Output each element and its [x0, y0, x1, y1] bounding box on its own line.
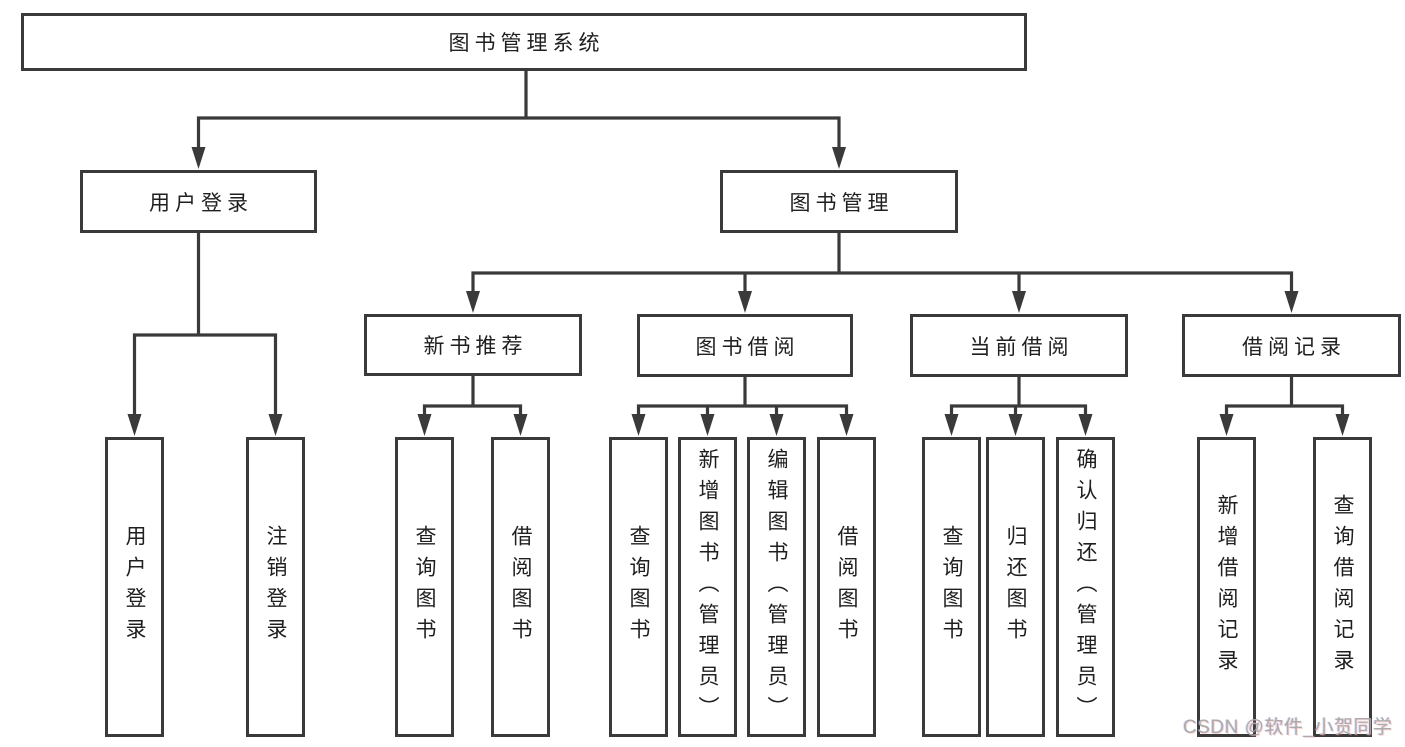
- arrowhead-icon: [127, 414, 142, 436]
- arrowhead-icon: [513, 414, 528, 436]
- arrowhead-icon: [1008, 414, 1023, 436]
- arrowhead-icon: [466, 291, 480, 313]
- leaf-borrow-edit-books-admin: 编辑图书（管理员）: [747, 437, 806, 737]
- edge-lines: [949, 377, 1088, 417]
- node-label: 归还图书: [1004, 525, 1027, 649]
- node-label: 确认归还（管理员）: [1074, 447, 1097, 727]
- edges-book-management-to-level3: [466, 233, 1299, 313]
- edge-lines: [422, 376, 523, 417]
- edges-recommend-to-leaves: [417, 376, 528, 436]
- leaf-borrow-add-books-admin: 新增图书（管理员）: [678, 437, 737, 737]
- arrowhead-icon: [832, 147, 846, 169]
- arrowhead-icon: [1335, 414, 1350, 436]
- edge-lines: [1224, 377, 1345, 417]
- arrowhead-icon: [1078, 414, 1093, 436]
- edges-user-login-to-leaves: [127, 233, 283, 436]
- arrowhead-icon: [1012, 291, 1026, 313]
- leaf-recommend-query-books: 查询图书: [395, 437, 454, 737]
- leaf-records-add-record: 新增借阅记录: [1197, 437, 1256, 737]
- node-label: 查询图书: [627, 525, 650, 649]
- node-label: 新增借阅记录: [1215, 494, 1238, 680]
- node-user-login: 用户登录: [80, 170, 317, 233]
- arrowhead-icon: [944, 414, 959, 436]
- node-new-book-recommend: 新书推荐: [364, 314, 582, 376]
- node-current-borrow: 当前借阅: [910, 314, 1128, 377]
- arrowhead-icon: [417, 414, 432, 436]
- node-label: 图书管理: [789, 191, 894, 215]
- edge-lines: [132, 233, 278, 417]
- node-label: 借阅图书: [509, 525, 532, 649]
- watermark: CSDN @软件_小贺同学: [1183, 717, 1393, 738]
- leaf-current-query-books: 查询图书: [922, 437, 981, 737]
- node-label: 图书借阅: [695, 335, 800, 359]
- leaf-borrow-borrow-books: 借阅图书: [817, 437, 876, 737]
- leaf-logout: 注销登录: [246, 437, 305, 737]
- edge-lines: [196, 70, 841, 150]
- leaf-current-confirm-return-admin: 确认归还（管理员）: [1056, 437, 1115, 737]
- node-borrow-records: 借阅记录: [1182, 314, 1401, 377]
- edge-lines: [636, 377, 849, 417]
- arrowhead-icon: [700, 414, 715, 436]
- node-label: 新书推荐: [423, 335, 528, 358]
- node-label: 查询图书: [940, 525, 963, 649]
- arrowhead-icon: [268, 414, 283, 436]
- leaf-recommend-borrow-books: 借阅图书: [491, 437, 550, 737]
- arrowhead-icon: [738, 291, 752, 313]
- arrowhead-icon: [1284, 291, 1299, 313]
- arrowhead-icon: [631, 414, 646, 436]
- node-label: 用户登录: [149, 191, 253, 215]
- leaf-user-login: 用户登录: [105, 437, 164, 737]
- edges-records-to-leaves: [1219, 377, 1350, 436]
- node-label: 用户登录: [123, 525, 146, 649]
- node-label: 新增图书（管理员）: [696, 447, 719, 727]
- leaf-current-return-books: 归还图书: [986, 437, 1045, 737]
- arrowhead-icon: [1219, 414, 1234, 436]
- leaf-records-query-record: 查询借阅记录: [1313, 437, 1372, 737]
- edges-root-to-level2: [191, 70, 846, 169]
- node-label: 查询借阅记录: [1331, 494, 1354, 680]
- leaf-borrow-query-books: 查询图书: [609, 437, 668, 737]
- edges-current-to-leaves: [944, 377, 1093, 436]
- node-system-root: 图书管理系统: [21, 13, 1027, 71]
- node-label: 借阅图书: [835, 525, 858, 649]
- edges-borrow-to-leaves: [631, 377, 854, 436]
- arrowhead-icon: [769, 414, 784, 436]
- node-book-borrow: 图书借阅: [637, 314, 853, 377]
- arrowhead-icon: [191, 147, 206, 169]
- node-label: 编辑图书（管理员）: [765, 447, 788, 727]
- node-label: 图书管理系统: [448, 32, 605, 55]
- arrowhead-icon: [839, 414, 854, 436]
- node-label: 借阅记录: [1242, 335, 1346, 359]
- node-book-management: 图书管理: [720, 170, 958, 233]
- node-label: 查询图书: [413, 525, 436, 649]
- edge-lines: [471, 233, 1294, 293]
- node-label: 注销登录: [264, 525, 287, 649]
- node-label: 当前借阅: [969, 335, 1074, 359]
